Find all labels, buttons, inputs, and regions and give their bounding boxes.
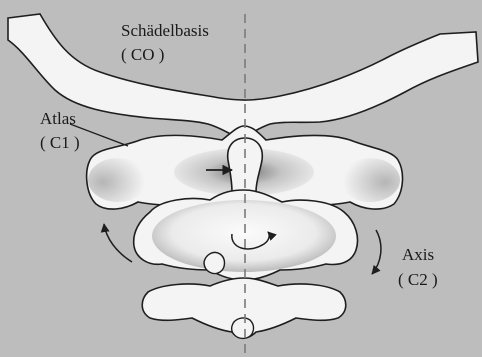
axis-label: Axis: [402, 245, 434, 264]
axis-shadow: [152, 200, 336, 272]
atlas-left-mass: [88, 158, 148, 202]
atlas-right-mass: [340, 158, 400, 202]
axis-code: ( C2 ): [398, 270, 438, 289]
axis-spinous-process: [204, 252, 225, 273]
c3-spinous-process: [232, 318, 254, 338]
skull-base-label: Schädelbasis: [121, 21, 209, 40]
skull-base-code: ( CO ): [121, 45, 164, 64]
atlas-label: Atlas: [40, 109, 76, 128]
atlas-code: ( C1 ): [40, 133, 80, 152]
